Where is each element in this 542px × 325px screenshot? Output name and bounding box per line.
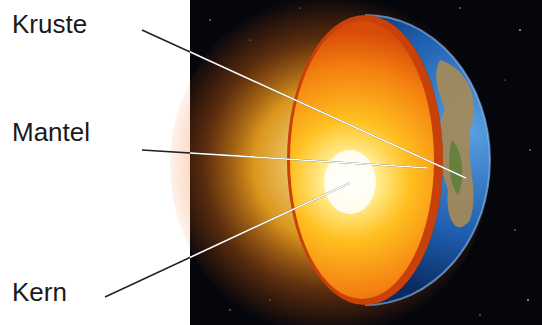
part-label: Kruste — [12, 10, 87, 40]
part-label: Kern — [12, 278, 67, 308]
part-label: Mantel — [12, 118, 90, 148]
